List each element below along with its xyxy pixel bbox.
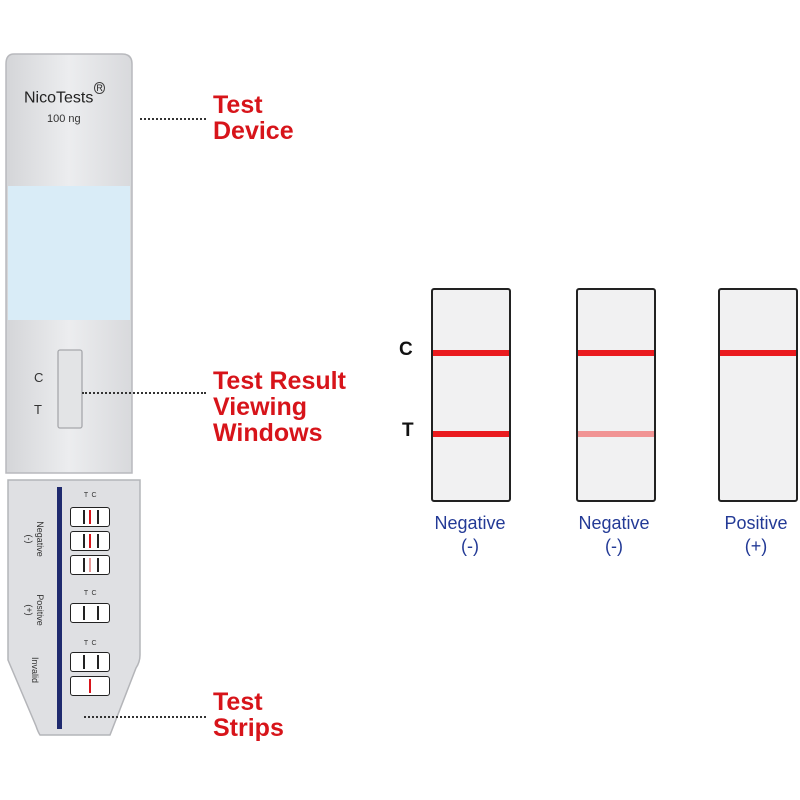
- registered-mark-icon: R: [94, 82, 105, 94]
- result-strip-negative-1: [431, 288, 511, 502]
- sample-window: [8, 186, 130, 320]
- device-window-c-label: C: [34, 370, 44, 385]
- test-line: [433, 431, 509, 437]
- callout-connector: [84, 716, 206, 718]
- control-line: [720, 350, 796, 356]
- test-line-faint: [578, 431, 654, 437]
- result-label-negative-2: Negative(-): [578, 513, 650, 556]
- device-brand: NicoTestsR: [24, 82, 105, 107]
- device-dose: 100 ng: [47, 113, 81, 125]
- mini-strip: [70, 603, 110, 623]
- mini-strip: [70, 555, 110, 575]
- mini-strip: [70, 507, 110, 527]
- mini-strip: [70, 531, 110, 551]
- mini-c-label: C: [91, 640, 97, 647]
- row-label-t: T: [402, 420, 414, 441]
- mini-c-label: C: [91, 492, 97, 499]
- callout-connector: [82, 392, 206, 394]
- result-label-positive: Positive(+): [724, 513, 788, 556]
- device-window-t-label: T: [34, 402, 42, 417]
- result-strip-positive: [718, 288, 798, 502]
- mini-c-label: C: [91, 590, 97, 597]
- control-line: [433, 350, 509, 356]
- callout-connector: [140, 118, 206, 120]
- mini-t-label: T: [83, 492, 89, 499]
- mini-t-label: T: [83, 590, 89, 597]
- mini-strip: [70, 652, 110, 672]
- result-window: [57, 349, 83, 429]
- mini-t-label: T: [83, 640, 89, 647]
- control-line: [578, 350, 654, 356]
- mini-strip: [70, 676, 110, 696]
- strip-card-blue-bar: [57, 487, 62, 729]
- strip-card-invalid-label: Invalid: [30, 656, 40, 683]
- result-label-negative-1: Negative(-): [434, 513, 506, 556]
- strip-card-negative-label: Negative(-): [24, 521, 45, 557]
- row-label-c: C: [399, 339, 413, 360]
- result-strip-negative-2: [576, 288, 656, 502]
- strip-card-positive-label: Positive(+): [24, 594, 45, 626]
